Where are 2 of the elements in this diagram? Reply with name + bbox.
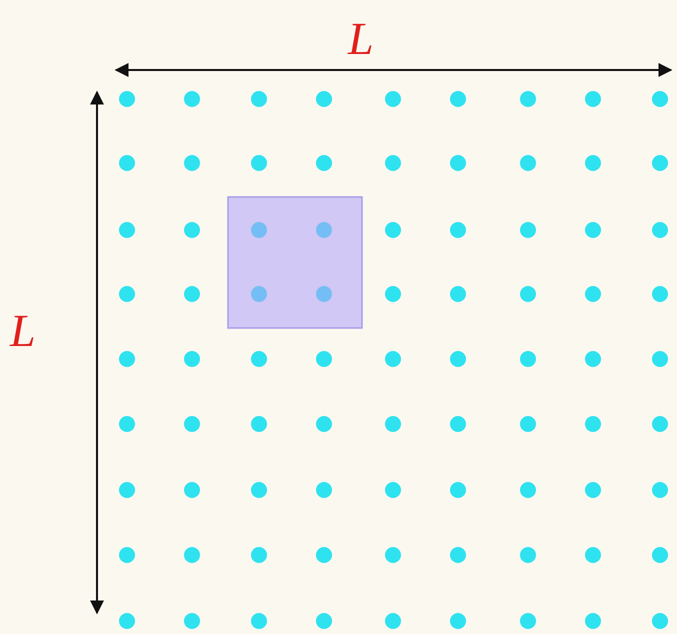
dimension-label: L [348,16,374,62]
dimension-label: L [10,308,36,354]
